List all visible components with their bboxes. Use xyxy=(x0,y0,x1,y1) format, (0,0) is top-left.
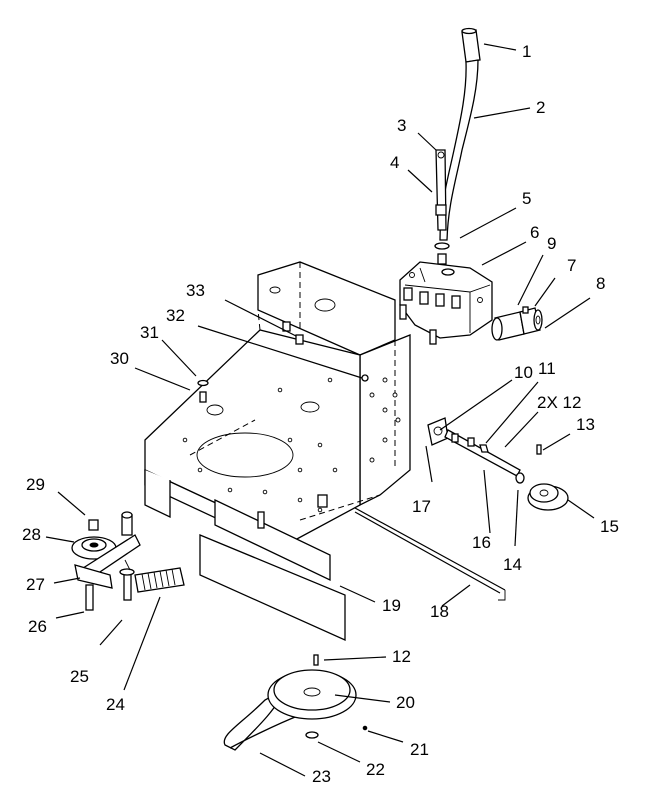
callout-12-lower: 12 xyxy=(392,647,411,666)
coupler-and-bushing xyxy=(491,306,543,341)
callout-15: 15 xyxy=(600,517,619,536)
callout-29: 29 xyxy=(26,475,45,494)
callout-16: 16 xyxy=(472,533,491,552)
callout-6: 6 xyxy=(530,223,539,242)
callout-labels: 1 2 3 4 5 6 9 7 8 33 32 31 30 11 10 2X 1… xyxy=(22,42,619,786)
callout-13: 13 xyxy=(576,415,595,434)
leader-lines xyxy=(45,43,595,777)
callout-24: 24 xyxy=(106,695,125,714)
shaft-and-pulley-assembly xyxy=(354,417,569,601)
callout-1: 1 xyxy=(522,42,531,61)
callout-31: 31 xyxy=(140,323,159,342)
callout-20: 20 xyxy=(396,693,415,712)
callout-19: 19 xyxy=(382,596,401,615)
callout-25: 25 xyxy=(70,667,89,686)
callout-10: 10 xyxy=(514,363,533,382)
main-frame xyxy=(144,261,411,642)
callout-22: 22 xyxy=(366,760,385,779)
callout-17: 17 xyxy=(412,497,431,516)
callout-32: 32 xyxy=(166,306,185,325)
callout-23: 23 xyxy=(312,767,331,786)
idler-arm-assembly xyxy=(71,511,185,611)
callout-11: 11 xyxy=(538,359,556,378)
callout-8: 8 xyxy=(596,274,605,293)
callout-4: 4 xyxy=(390,153,399,172)
callout-3: 3 xyxy=(397,116,406,135)
callout-26: 26 xyxy=(28,617,47,636)
callout-18: 18 xyxy=(430,602,449,621)
callout-5: 5 xyxy=(522,189,531,208)
transmission-housing xyxy=(399,261,493,345)
callout-27: 27 xyxy=(26,575,45,594)
callout-14: 14 xyxy=(503,555,522,574)
callout-9: 9 xyxy=(547,234,556,253)
callout-2: 2 xyxy=(536,98,545,117)
callout-21: 21 xyxy=(410,740,429,759)
drive-pulley-and-belt xyxy=(223,654,368,751)
callout-7: 7 xyxy=(567,256,576,275)
shift-lever-assembly xyxy=(434,27,481,265)
callout-30: 30 xyxy=(110,349,129,368)
callout-33: 33 xyxy=(186,281,205,300)
callout-2x12: 2X 12 xyxy=(537,393,581,412)
callout-28: 28 xyxy=(22,525,41,544)
